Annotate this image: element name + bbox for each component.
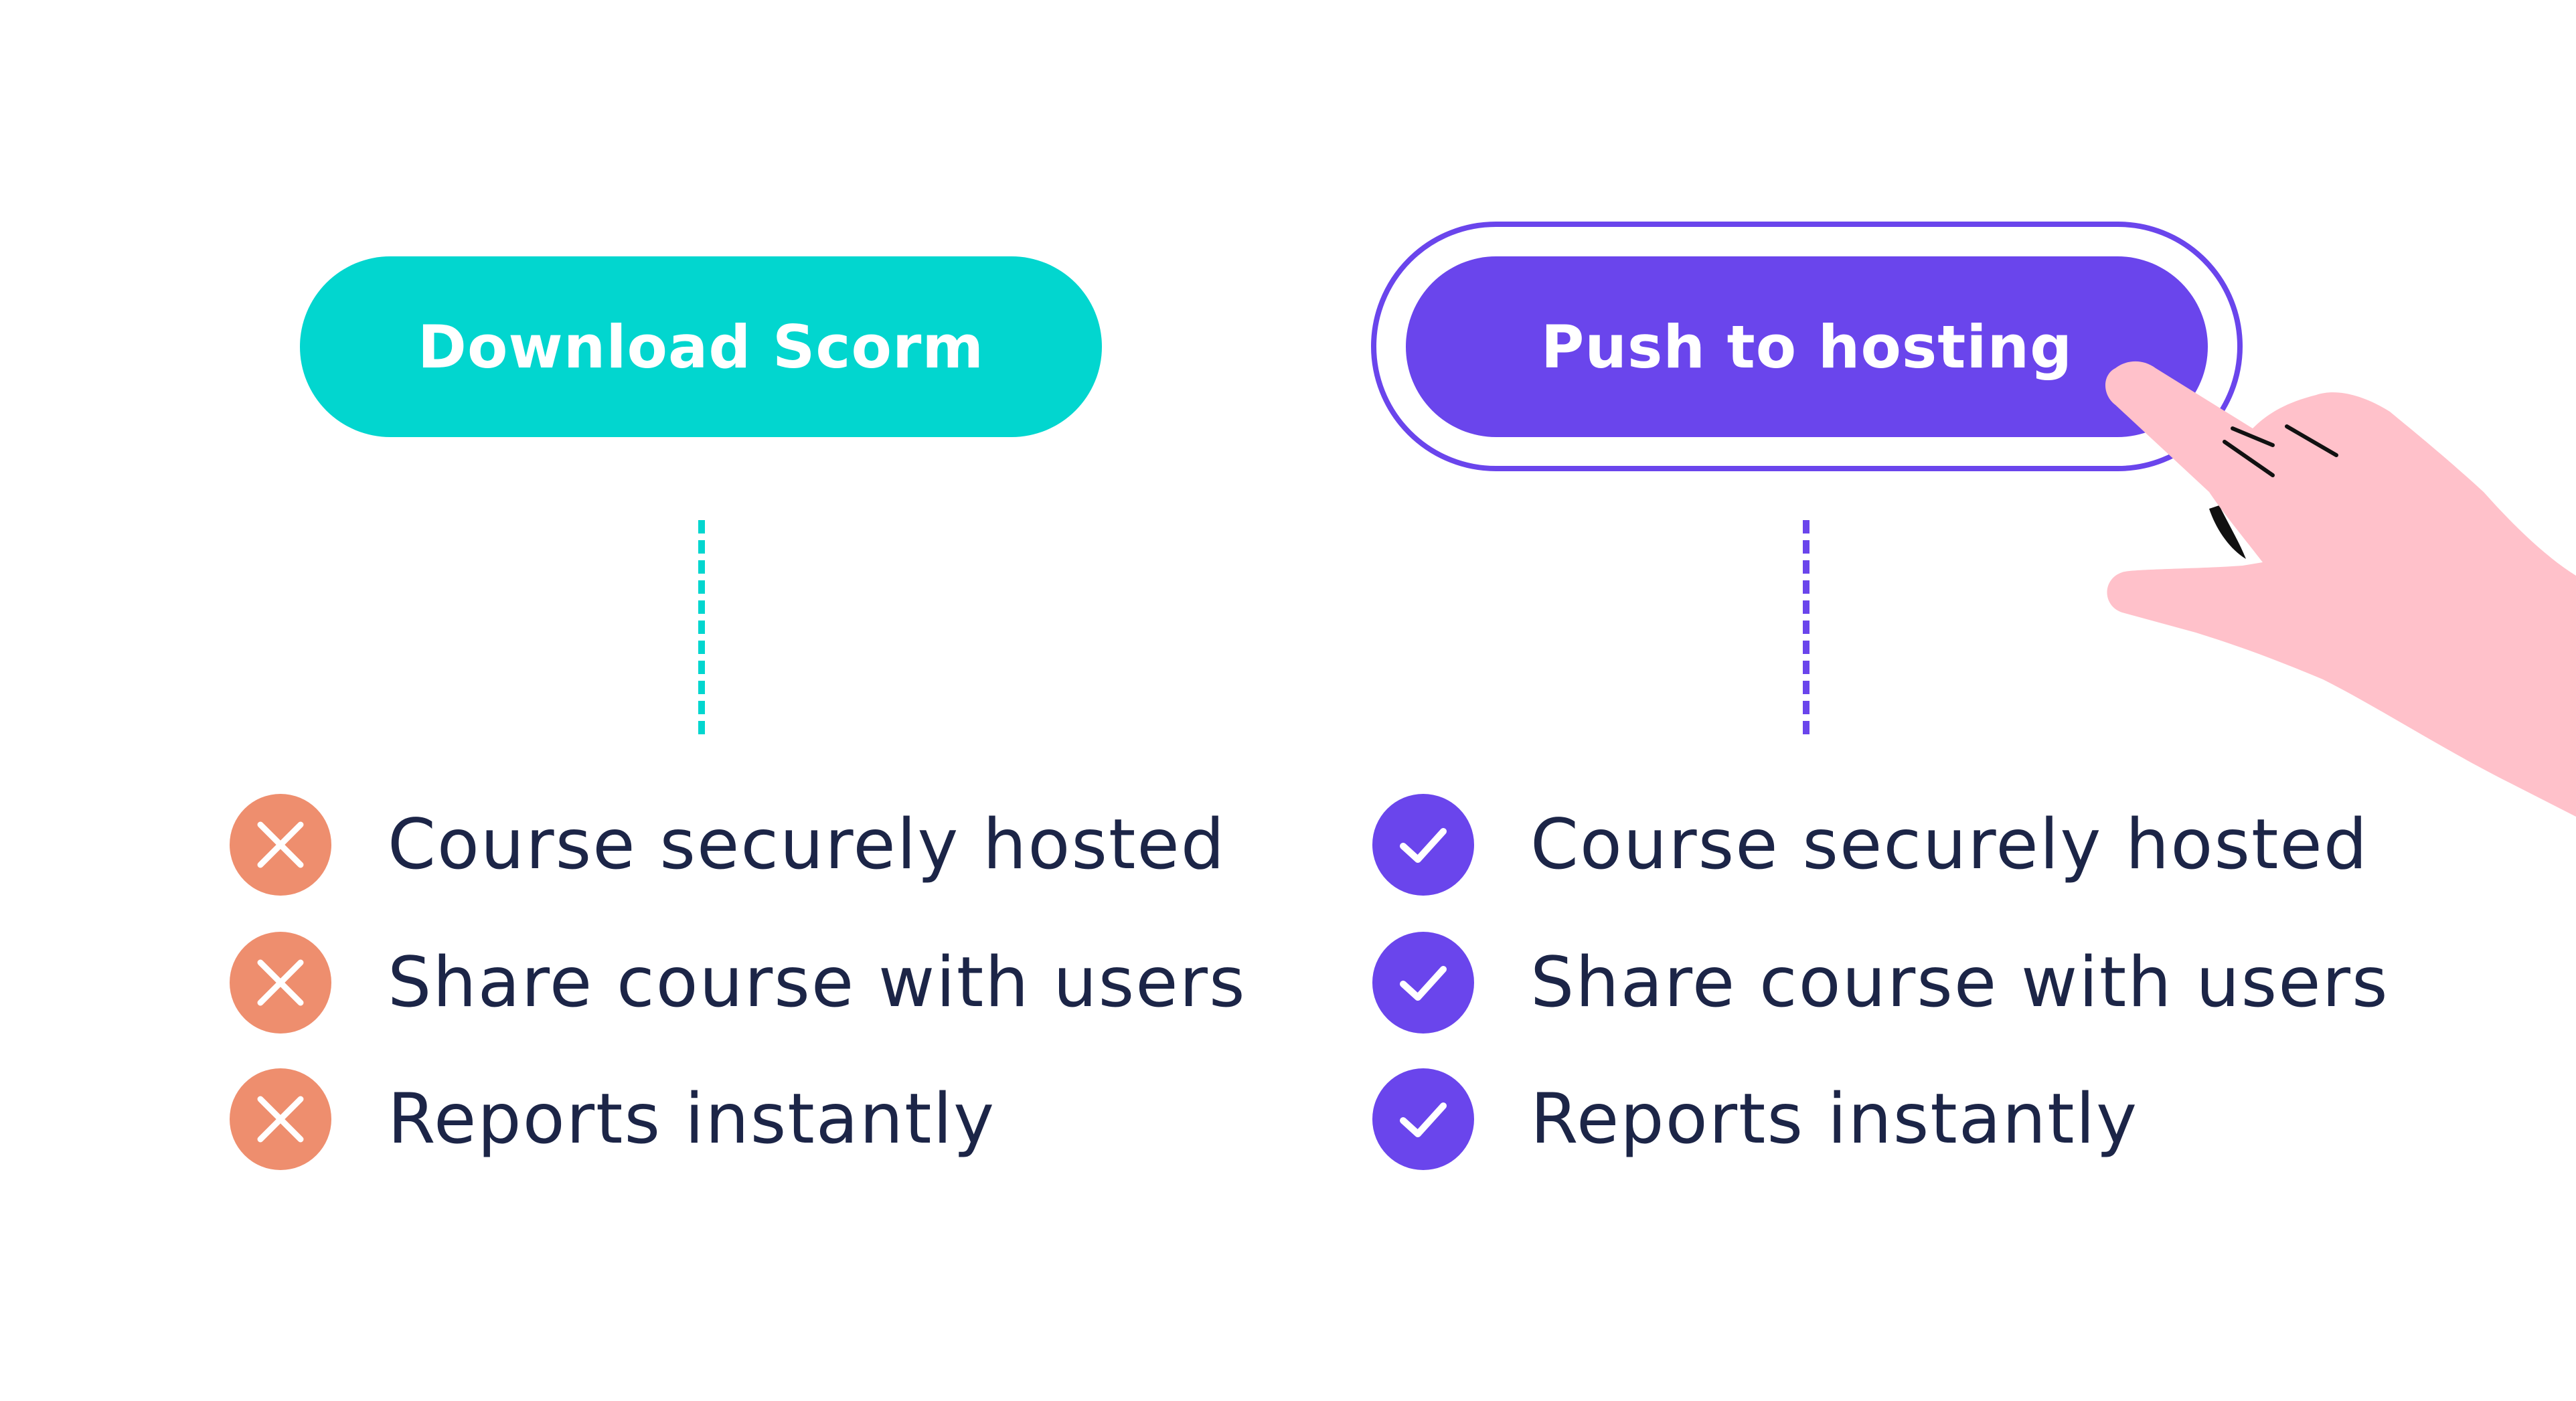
left-item-label: Course securely hosted [388,805,1226,885]
right-list-item: Share course with users [1372,929,2389,1036]
check-icon [1372,794,1474,896]
push-button-focus-ring [1371,222,2243,471]
check-icon [1372,1068,1474,1170]
right-item-label: Reports instantly [1530,1079,2139,1159]
left-list-item: Reports instantly [230,1066,995,1173]
left-list-item: Share course with users [230,929,1246,1036]
left-list-item: Course securely hosted [230,791,1226,898]
right-item-label: Share course with users [1530,942,2389,1023]
cross-icon [230,1068,331,1170]
left-item-label: Reports instantly [388,1079,996,1159]
left-item-label: Share course with users [388,942,1246,1023]
right-list-item: Reports instantly [1372,1066,2138,1173]
push-to-hosting-button[interactable]: Push to hosting [1406,256,2208,437]
pointing-hand-icon [2105,361,2576,817]
right-dashed-connector [1803,520,1809,734]
left-dashed-connector [698,520,705,734]
cross-icon [230,794,331,896]
download-scorm-button[interactable]: Download Scorm [300,256,1102,437]
check-icon [1372,932,1474,1034]
cross-icon [230,932,331,1034]
right-list-item: Course securely hosted [1372,791,2368,898]
right-item-label: Course securely hosted [1530,805,2369,885]
